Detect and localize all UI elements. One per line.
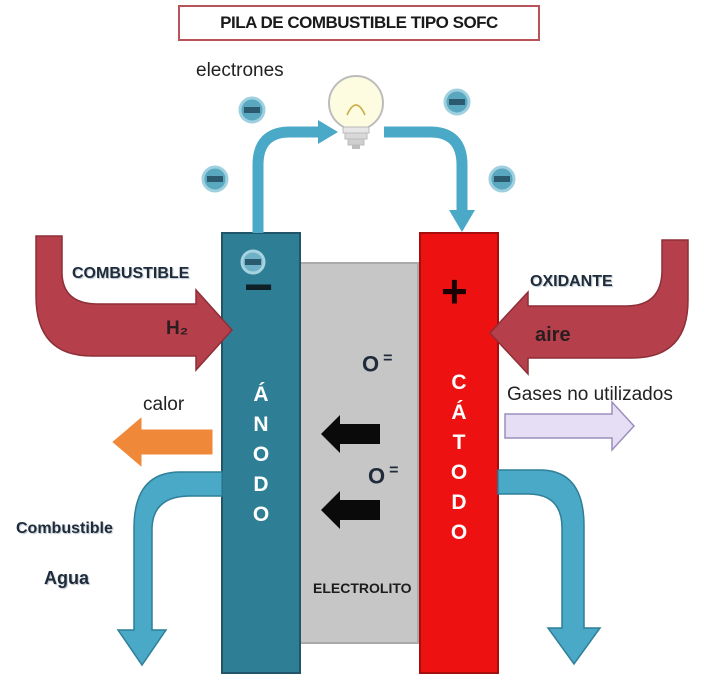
diagram-title: PILA DE COMBUSTIBLE TIPO SOFC — [178, 5, 540, 41]
anode-letter: O — [252, 443, 270, 466]
electron-icon — [240, 249, 266, 275]
wire-arrowhead-right — [449, 210, 475, 232]
cathode-letter: O — [450, 521, 468, 544]
electron-icon — [443, 88, 471, 116]
heat-label: calor — [143, 394, 185, 415]
electrolyte-label: ELECTROLITO — [313, 580, 412, 596]
anode-letter: Á — [253, 383, 269, 406]
fuel-exhaust-label: Combustible — [16, 520, 113, 537]
cathode-letter: Á — [451, 401, 467, 424]
electrolyte — [297, 262, 419, 644]
external-circuit — [252, 126, 468, 233]
wire-arrowhead-left — [318, 120, 338, 144]
anode-letter: N — [253, 413, 269, 436]
cathode-exhaust-arrow — [497, 469, 602, 666]
cathode-letter: D — [451, 491, 467, 514]
unused-gases-arrow — [504, 400, 636, 452]
electrons-label: electrones — [196, 60, 284, 81]
anode-letter: O — [252, 503, 270, 526]
anode-negative-sign: − — [244, 259, 274, 315]
ion-arrow — [321, 491, 380, 529]
oxide-ion-label: O= — [368, 462, 399, 489]
cathode-positive-sign: + — [441, 265, 468, 317]
electron-particles — [201, 88, 516, 275]
oxide-ion-label: O= — [362, 350, 393, 377]
anode — [221, 232, 301, 674]
electron-icon — [201, 165, 229, 193]
cathode-letter: T — [452, 431, 466, 454]
oxidant-label: OXIDANTE — [530, 273, 613, 290]
fuel-inlet-arrow — [35, 235, 234, 372]
ion-arrow — [321, 415, 380, 453]
cathode — [419, 232, 499, 674]
water-label: Agua — [44, 568, 89, 588]
cathode-letter: C — [451, 371, 467, 394]
unused-gases-label: Gases no utilizados — [507, 384, 673, 405]
heat-arrow — [107, 410, 216, 474]
electron-icon — [238, 96, 266, 124]
anode-letter: D — [253, 473, 269, 496]
fuel-label: COMBUSTIBLE — [72, 265, 190, 282]
air-label: aire — [535, 324, 571, 346]
electron-icon — [488, 165, 516, 193]
oxidant-inlet-arrow — [488, 239, 689, 376]
h2-label: H₂ — [166, 318, 189, 339]
cathode-letter: O — [450, 461, 468, 484]
anode-exhaust-arrow — [116, 471, 223, 667]
light-bulb-icon — [328, 75, 384, 149]
